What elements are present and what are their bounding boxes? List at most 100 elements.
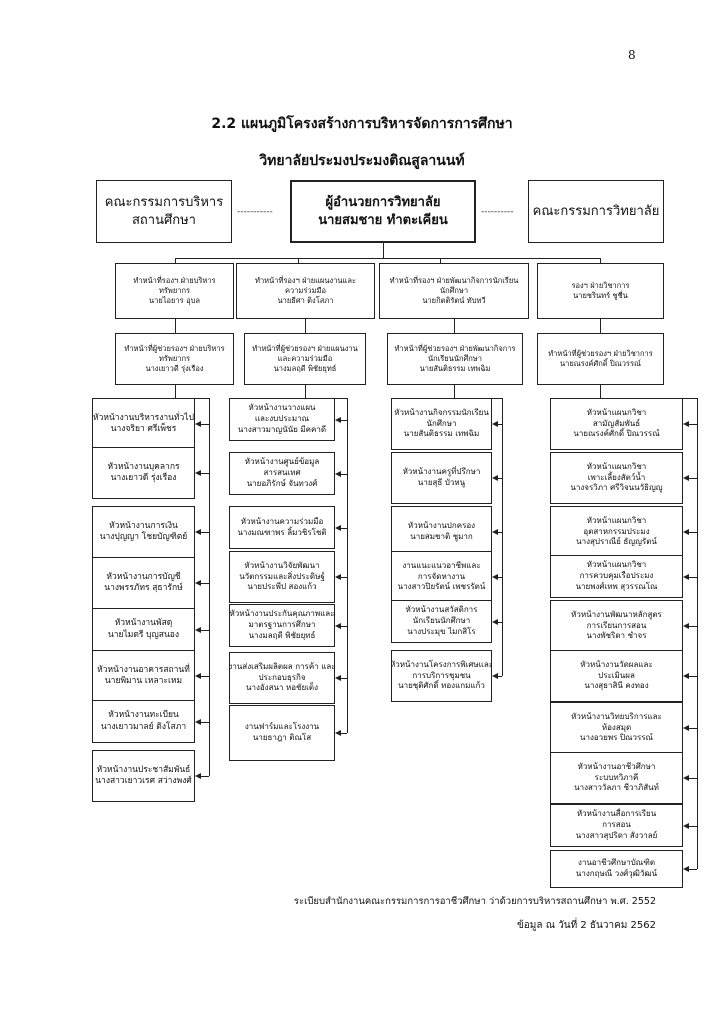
footer-regulation: ระเบียบสำนักงานคณะกรรมการการอาชีวศึกษา ว…	[293, 896, 656, 907]
staff-role: หัวหน้างานกิจกรรมนักเรียน	[394, 407, 489, 417]
staff-role: หัวหน้างานอาชีวศึกษา	[577, 761, 656, 771]
arrow-icon	[683, 574, 689, 580]
staff-role: ห้องสมุด	[601, 722, 632, 732]
staff-box: หัวหน้างานสวัสดิการนักเรียนนักศึกษานางปร…	[391, 600, 492, 643]
staff-name: นางอวยพร ปิณวรรณ์	[580, 733, 653, 743]
staff-box: หัวหน้างานวัดผลและประเมินผลนางสุธาสินี ค…	[550, 650, 683, 702]
staff-name: นายพงศ์เทพ สุวรรณโณ	[575, 581, 658, 591]
connector	[201, 532, 209, 533]
arrow-icon	[335, 623, 341, 629]
staff-box: หัวหน้างานอาคารสถานที่นายพิมาน เหลาะเหม	[92, 650, 195, 702]
assistant-2-name: นางมลฤดี พิชัยยุทธ์	[273, 364, 337, 374]
staff-role: งานส่งเสริมผลิตผล การค้า และ	[229, 661, 335, 671]
connector	[454, 385, 455, 398]
connector	[201, 630, 209, 631]
connector	[201, 583, 209, 584]
staff-role: ระบบทวิภาคี	[594, 772, 639, 782]
connector	[498, 424, 502, 425]
director-name: นายสมชาย ทำตะเคียน	[318, 212, 448, 228]
arrow-icon	[335, 574, 341, 580]
staff-role: หัวหน้าแผนกวิชา	[586, 461, 647, 471]
staff-role: หัวหน้างานพัสดุ	[114, 618, 173, 629]
connector	[689, 626, 697, 627]
column-spine	[209, 398, 210, 776]
arrow-icon	[195, 529, 201, 535]
arrow-icon	[683, 725, 689, 731]
staff-name: นางปุญญา โชยบัญฑิตย์	[99, 532, 188, 542]
connector	[341, 733, 347, 734]
arrow-icon	[492, 475, 498, 481]
assistant-3-line2: นักเรียนนักศึกษา	[428, 353, 482, 363]
staff-name: นางประมุข ไมกสิโร	[407, 626, 476, 636]
staff-name: นางกฤษณี วงศ์วุฒิวัฒน์	[575, 869, 658, 878]
connector	[305, 319, 306, 333]
assistant-3-line1: ทำหน้าที่ผู้ช่วยรองฯ ฝ่ายพัฒนากิจการ	[394, 343, 516, 353]
staff-box: หัวหน้างานพัฒนาหลักสูตรการเรียนการสอนนาง…	[550, 600, 683, 652]
staff-role: หัวหน้าแผนกวิชา	[586, 407, 647, 417]
arrow-icon	[335, 730, 341, 736]
connector	[175, 319, 176, 333]
college-board-line1: คณะกรรมการวิทยาลัย	[532, 203, 660, 219]
assistant-4-name: นายณรงค์ศักดิ์ ปิณวรรณ์	[560, 359, 641, 368]
connector	[498, 622, 502, 623]
staff-name: นายอภิรักษ์ จันทวงศ์	[246, 478, 318, 488]
staff-role: งานอาชีวศึกษาบัณฑิต	[577, 858, 656, 868]
staff-box: งานแนะแนวอาชีพและการจัดหางานนางสาวปิยรัต…	[391, 551, 492, 603]
connector	[689, 728, 697, 729]
assistant-1-line1: ทำหน้าที่ผู้ช่วยรองฯ ฝ่ายบริหาร	[124, 343, 225, 353]
footer-date: ข้อมูล ณ วันที่ 2 ธันวาคม 2562	[516, 920, 656, 931]
staff-box: หัวหน้าแผนกวิชาการควบคุมเรือประมงนายพงศ์…	[550, 555, 683, 598]
deputy-3-line1: ทำหน้าที่รองฯ ฝ่ายพัฒนากิจการนักเรียน	[389, 275, 519, 285]
director-title: ผู้อำนวยการวิทยาลัย	[325, 194, 441, 210]
staff-role: หัวหน้าแผนกวิชา	[586, 560, 647, 570]
staff-name: นายพิมาน เหลาะเหม	[104, 676, 183, 686]
connector	[454, 319, 455, 333]
assistant-3-name: นายสันติธรรม เทพฉิม	[419, 364, 491, 374]
staff-role: อุตสาหกรรมประมง	[583, 526, 650, 536]
staff-box: หัวหน้างานวิทยบริการและห้องสมุดนางอวยพร …	[550, 702, 683, 754]
arrow-icon	[492, 529, 498, 535]
staff-name: นางสุปราณีย์ ธัญญรัตน์	[576, 537, 657, 547]
arrow-icon	[492, 421, 498, 427]
arrow-icon	[195, 773, 201, 779]
staff-name: นางจรวิภา ศรีวิจนนวัธิญญู	[570, 483, 663, 493]
staff-box: หัวหน้างานโครงการพิเศษและการบริการชุมชนน…	[391, 650, 492, 702]
staff-role: ประกอบธุรกิจ	[258, 672, 306, 682]
arrow-icon	[683, 866, 689, 872]
page-number: 8	[628, 48, 636, 62]
staff-box: งานฟาร์มและโรงงานนายธาฎา ติณโส	[229, 705, 335, 761]
connector	[600, 319, 601, 333]
connector	[498, 532, 502, 533]
connector	[383, 243, 384, 258]
connector	[440, 258, 441, 263]
staff-name: นางพัชริดา ชำจร	[586, 631, 647, 641]
deputy-4-name: นายชรินทร์ ชูชื่น	[573, 291, 628, 300]
staff-box: หัวหน้างานศูนย์ข้อมูลสารสนเทศนายอภิรักษ์…	[229, 452, 335, 495]
arrow-icon	[195, 673, 201, 679]
connector	[689, 826, 697, 827]
chart-subtitle: วิทยาลัยประมงประมงติณสูลานนท์	[259, 153, 465, 169]
staff-role: นักศึกษา	[426, 418, 457, 428]
staff-role: หัวหน้างานวัดผลและ	[580, 659, 653, 669]
connector	[689, 869, 697, 870]
arrow-icon	[492, 574, 498, 580]
staff-name: นายณรงค์ศักดิ์ ปิณวรรณ์	[573, 429, 660, 439]
arrow-icon	[683, 529, 689, 535]
arrow-icon	[683, 673, 689, 679]
connector	[498, 577, 502, 578]
connector	[689, 577, 697, 578]
deputy-box-4: รองฯ ฝ่ายวิชาการ นายชรินทร์ ชูชื่น	[537, 263, 664, 319]
management-board-line2: สถานศึกษา	[132, 212, 196, 228]
dash-left: -----------	[237, 207, 273, 217]
connector	[341, 474, 347, 475]
staff-role: หัวหน้างานวิทยบริการและ	[571, 711, 662, 721]
staff-role: หัวหน้างานความร่วมมือ	[240, 516, 324, 526]
staff-role: มาตรฐานการศึกษา	[248, 620, 316, 630]
staff-role: หัวหน้างานอาคารสถานที่	[97, 664, 190, 675]
connector	[600, 258, 601, 263]
staff-role: หัวหน้างานครูที่ปรึกษา	[402, 467, 481, 477]
staff-box: หัวหน้างานการบัญชีนางพรรภัทร สุธารักษ์	[92, 557, 195, 609]
staff-role: หัวหน้างานประกันคุณภาพและ	[229, 609, 335, 619]
staff-role: หัวหน้างานพัฒนาหลักสูตร	[571, 609, 662, 619]
staff-box: หัวหน้างานวิจัยพัฒนานวัตกรรมและสิ่งประดิ…	[229, 551, 335, 603]
